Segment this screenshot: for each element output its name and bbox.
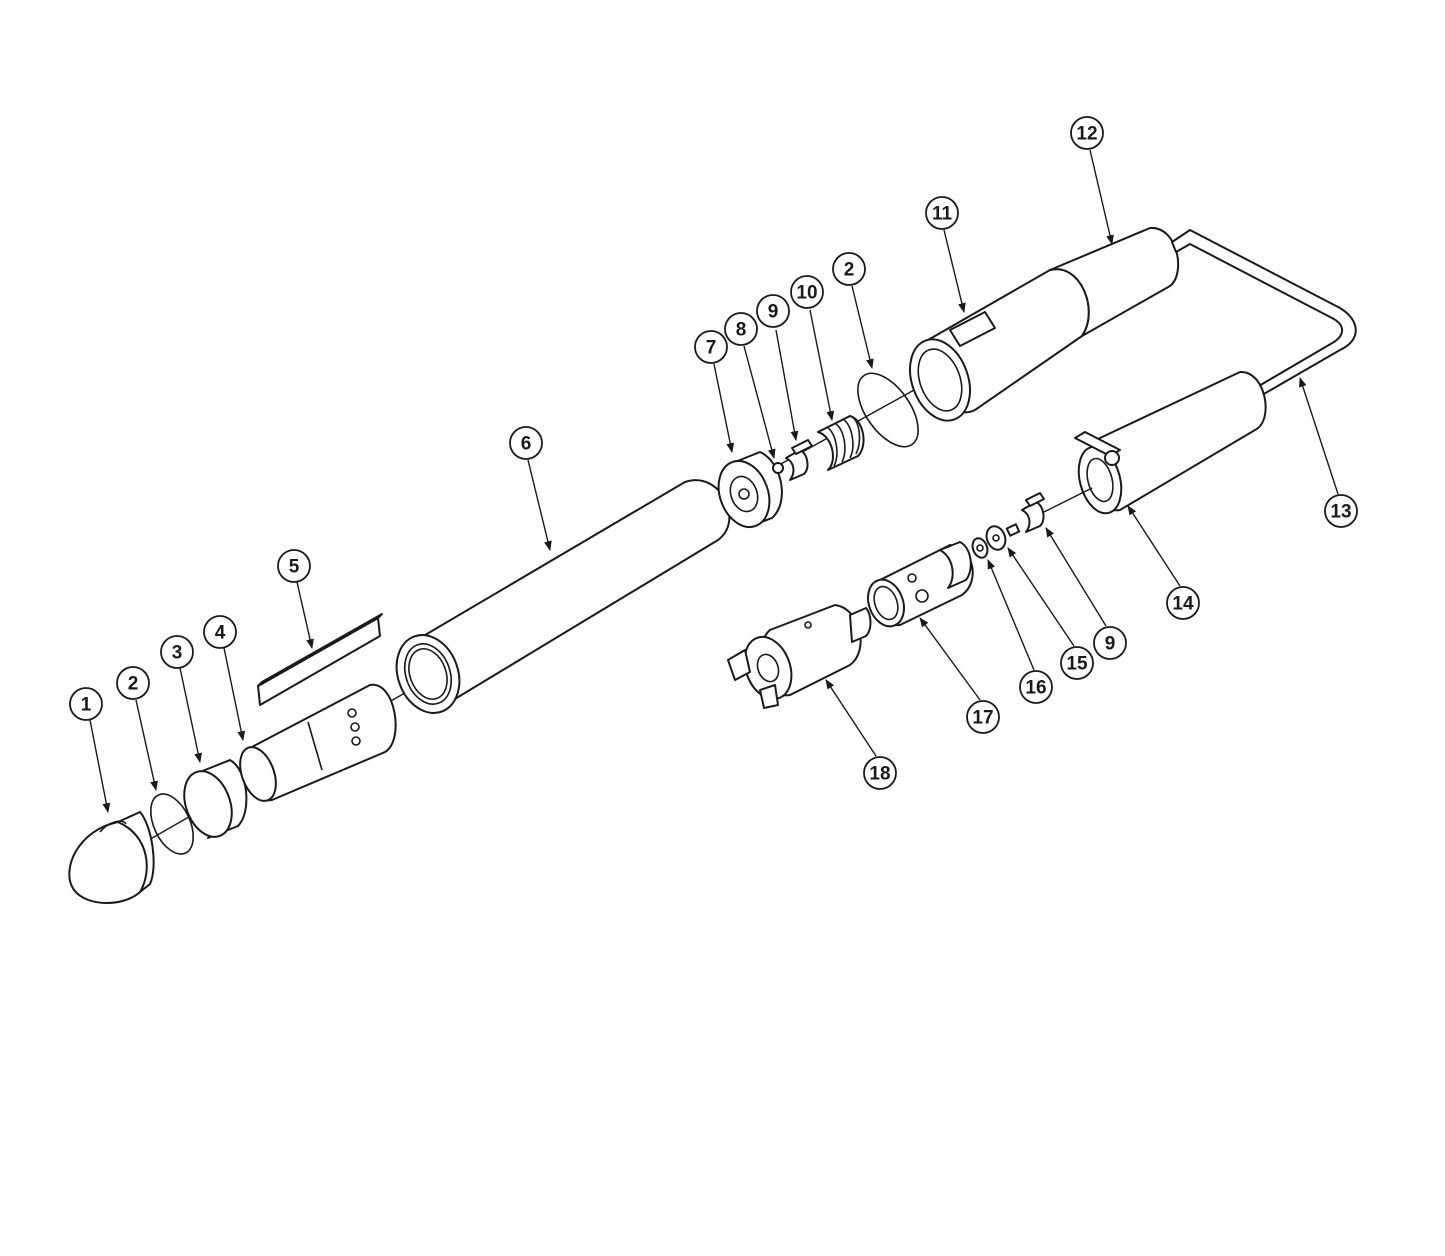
part-18-quick-connector bbox=[727, 604, 872, 709]
callout-1: 1 bbox=[69, 687, 103, 721]
callout-5: 5 bbox=[277, 549, 311, 583]
svg-text:14: 14 bbox=[1172, 594, 1194, 615]
svg-text:15: 15 bbox=[1066, 654, 1088, 675]
part-6-main-tube bbox=[395, 479, 731, 714]
svg-text:17: 17 bbox=[972, 708, 993, 729]
svg-text:16: 16 bbox=[1025, 678, 1046, 699]
leader-12 bbox=[1089, 149, 1114, 245]
part-4-slotted-sleeve bbox=[239, 683, 397, 802]
leader-2a bbox=[135, 699, 158, 791]
leader-9b bbox=[1045, 527, 1107, 627]
callout-2-lower: 2 bbox=[116, 666, 150, 700]
svg-text:1: 1 bbox=[81, 695, 92, 716]
callout-18: 18 bbox=[863, 756, 897, 790]
callout-12: 12 bbox=[1070, 116, 1104, 150]
leader-7 bbox=[713, 363, 735, 453]
leader-15 bbox=[1007, 547, 1075, 647]
svg-text:9: 9 bbox=[1105, 634, 1116, 655]
callout-9-lower: 9 bbox=[1093, 626, 1127, 660]
leader-4 bbox=[223, 647, 246, 741]
callout-11: 11 bbox=[925, 196, 959, 230]
svg-text:9: 9 bbox=[768, 302, 779, 323]
callout-4: 4 bbox=[203, 615, 237, 649]
svg-text:3: 3 bbox=[172, 643, 183, 664]
svg-text:11: 11 bbox=[932, 204, 953, 225]
part-11-housing bbox=[909, 268, 1090, 422]
leader-1 bbox=[89, 719, 111, 813]
leader-17 bbox=[919, 617, 981, 701]
leader-5 bbox=[296, 581, 314, 649]
callout-16: 16 bbox=[1019, 670, 1053, 704]
svg-text:12: 12 bbox=[1076, 124, 1097, 145]
callout-7: 7 bbox=[694, 330, 728, 364]
callout-15: 15 bbox=[1060, 646, 1094, 680]
svg-text:13: 13 bbox=[1330, 502, 1351, 523]
part-16-washer bbox=[971, 537, 989, 559]
part-12-grip bbox=[1049, 226, 1180, 337]
leader-14 bbox=[1127, 505, 1181, 587]
leader-2b bbox=[851, 285, 874, 369]
part-7-bearing bbox=[717, 451, 783, 528]
callout-2-upper: 2 bbox=[832, 252, 866, 286]
leader-11 bbox=[943, 229, 966, 313]
leader-18 bbox=[825, 679, 877, 757]
part-5-flat-bar bbox=[257, 613, 383, 706]
callout-13: 13 bbox=[1324, 494, 1358, 528]
svg-text:2: 2 bbox=[128, 674, 139, 695]
assembly-axis-lower-right bbox=[1039, 487, 1093, 515]
leader-9a bbox=[775, 329, 799, 441]
part-10-spring bbox=[817, 415, 865, 471]
part-1-end-cap bbox=[68, 811, 155, 904]
svg-text:4: 4 bbox=[215, 623, 226, 644]
callout-6: 6 bbox=[509, 426, 543, 460]
svg-text:8: 8 bbox=[736, 320, 747, 341]
leader-6 bbox=[527, 459, 552, 551]
svg-text:10: 10 bbox=[796, 283, 817, 304]
leader-13 bbox=[1299, 377, 1339, 495]
part-2-o-ring-upper bbox=[857, 372, 919, 448]
part-17-barrel-fitting bbox=[867, 541, 974, 628]
callout-10: 10 bbox=[790, 275, 824, 309]
callout-8: 8 bbox=[724, 312, 758, 346]
leader-3 bbox=[179, 667, 202, 763]
leader-16 bbox=[987, 559, 1035, 671]
part-8-ball bbox=[772, 462, 784, 474]
callout-9-upper: 9 bbox=[756, 294, 790, 328]
callout-3: 3 bbox=[160, 635, 194, 669]
callout-14: 14 bbox=[1166, 586, 1200, 620]
svg-text:18: 18 bbox=[869, 764, 890, 785]
svg-text:5: 5 bbox=[289, 557, 300, 578]
svg-text:6: 6 bbox=[521, 434, 532, 455]
callout-17: 17 bbox=[966, 700, 1000, 734]
leader-8 bbox=[743, 345, 776, 459]
svg-text:2: 2 bbox=[844, 260, 855, 281]
part-15-nut bbox=[985, 523, 1021, 551]
part-3-disc bbox=[183, 759, 248, 839]
part-9-retainer-upper bbox=[785, 439, 813, 481]
part-13-tube-frame bbox=[1171, 229, 1357, 403]
part-9-retainer-lower bbox=[1021, 492, 1045, 533]
part-14-lower-housing bbox=[1074, 370, 1267, 515]
leader-10 bbox=[809, 309, 835, 421]
svg-text:7: 7 bbox=[706, 338, 717, 359]
